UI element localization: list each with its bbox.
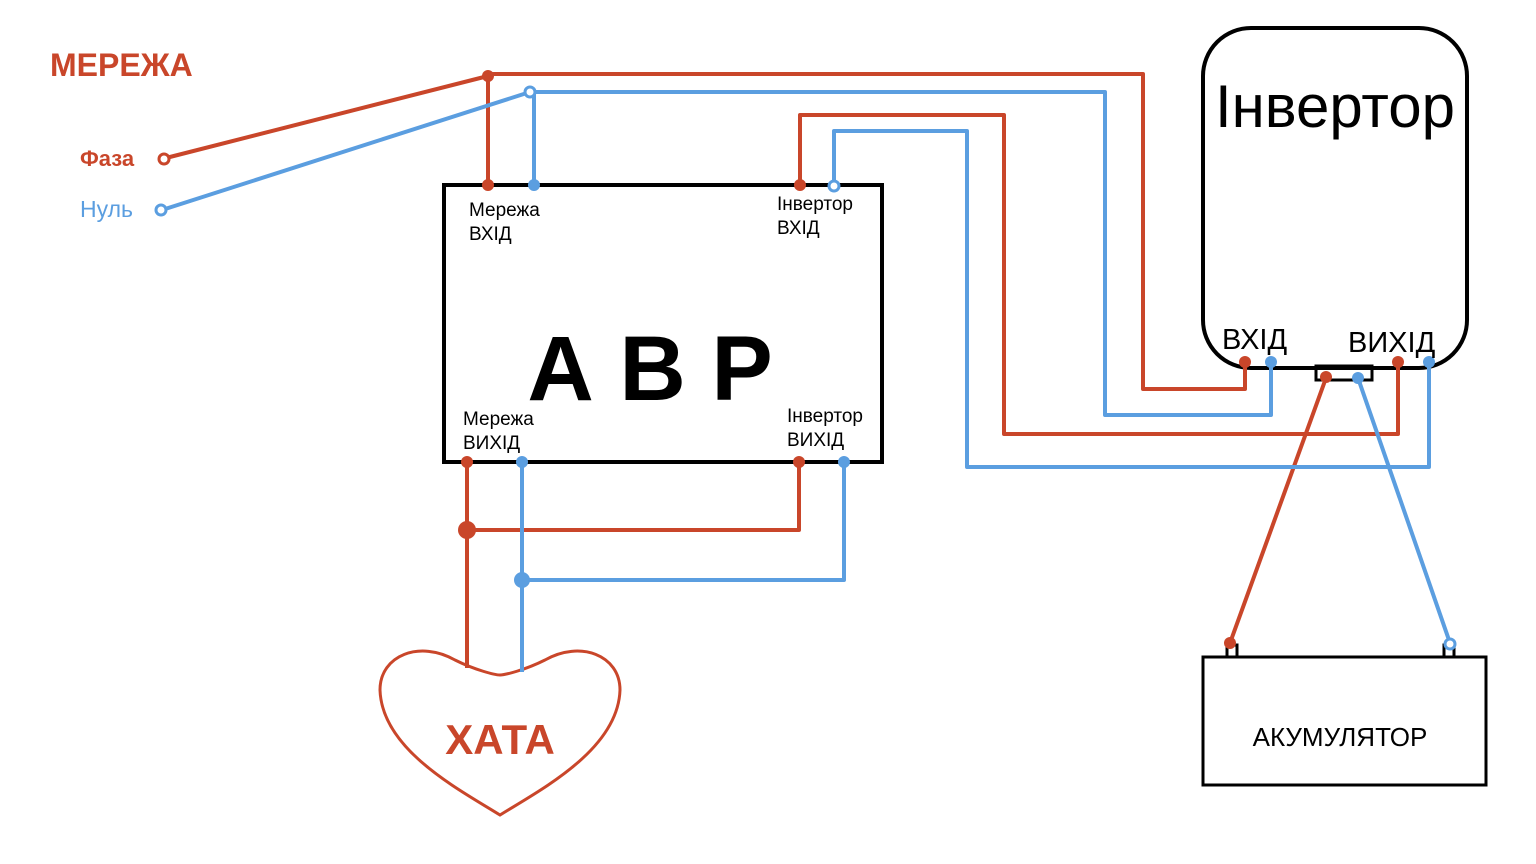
phase-terminals (458, 70, 1404, 649)
avr-inv-out-neutral-dot (838, 456, 850, 468)
inverter-dc-terminal (1314, 364, 1374, 382)
phase-inverter-out-to-avr-inv-in (798, 113, 1400, 436)
phase-wires (161, 72, 1400, 668)
house-heart (378, 649, 622, 817)
inverter-dc-neutral-dot (1352, 372, 1364, 384)
mains-title: МЕРЕЖА (50, 47, 193, 83)
avr-inv-out-phase-dot (793, 456, 805, 468)
inverter-dc-phase-dot (1320, 371, 1332, 383)
neutral-avr-inv-out-to-junction (522, 462, 846, 582)
avr-grid-in-neutral-dot (528, 179, 540, 191)
neutral-inverter-out-to-avr-inv-in (832, 129, 1431, 469)
avr-inv-out-label-2: ВИХІД (787, 430, 844, 451)
phase-junction-to-inverter-in (488, 72, 1247, 391)
avr-grid-in-label-1: Мережа (469, 200, 540, 221)
house-label: ХАТА (445, 716, 555, 763)
phase-label: Фаза (80, 146, 135, 171)
inverter-in-phase-dot (1239, 356, 1251, 368)
battery-plus-dot (1224, 637, 1236, 649)
inverter-box (1201, 26, 1469, 370)
avr-inv-in-label-2: ВХІД (777, 218, 820, 239)
avr-grid-out-phase-dot (461, 456, 473, 468)
avr-inv-in-label-1: Інвертор (777, 194, 853, 215)
inverter-out-neutral-dot (1423, 356, 1435, 368)
mains-phase-terminal (157, 152, 171, 166)
battery-minus-terminal (1443, 637, 1457, 651)
inverter-output-label: ВИХІД (1348, 327, 1436, 359)
battery-box (1201, 655, 1488, 787)
avr-title: А В Р (527, 318, 772, 420)
neutral-junction-terminal (523, 85, 537, 99)
neutral-mains-to-junction (161, 90, 531, 212)
phase-avr-inv-out-to-junction (467, 462, 801, 532)
avr-grid-out-label-2: ВИХІД (463, 433, 520, 454)
avr-grid-out-neutral-dot (516, 456, 528, 468)
avr-grid-in-label-2: ВХІД (469, 224, 512, 245)
avr-grid-in-phase-dot (482, 179, 494, 191)
phase-junction-dot (482, 70, 494, 82)
neutral-terminals (514, 179, 1435, 588)
inverter-title: Інвертор (1215, 73, 1455, 140)
battery-label: АКУМУЛЯТОР (1253, 722, 1428, 752)
house-phase-junction-dot (458, 521, 476, 539)
avr-grid-out-label-1: Мережа (463, 409, 534, 430)
mains-neutral-terminal (154, 203, 168, 217)
avr-inv-in-phase-dot (794, 179, 806, 191)
avr-inv-out-label-1: Інвертор (787, 406, 863, 427)
phase-battery-to-inverter (1228, 377, 1328, 644)
phase-mains-to-junction (161, 74, 489, 161)
neutral-battery-to-inverter (1356, 377, 1452, 644)
avr-inv-in-neutral-terminal (827, 179, 841, 193)
neutral-junction-to-inverter-in (530, 90, 1273, 417)
inverter-in-neutral-dot (1265, 356, 1277, 368)
inverter-out-phase-dot (1392, 356, 1404, 368)
avr-box (442, 183, 884, 464)
neutral-wires (161, 90, 1452, 672)
inverter-input-label: ВХІД (1222, 324, 1287, 356)
house-neutral-junction-dot (514, 572, 530, 588)
neutral-label: Нуль (80, 196, 133, 222)
